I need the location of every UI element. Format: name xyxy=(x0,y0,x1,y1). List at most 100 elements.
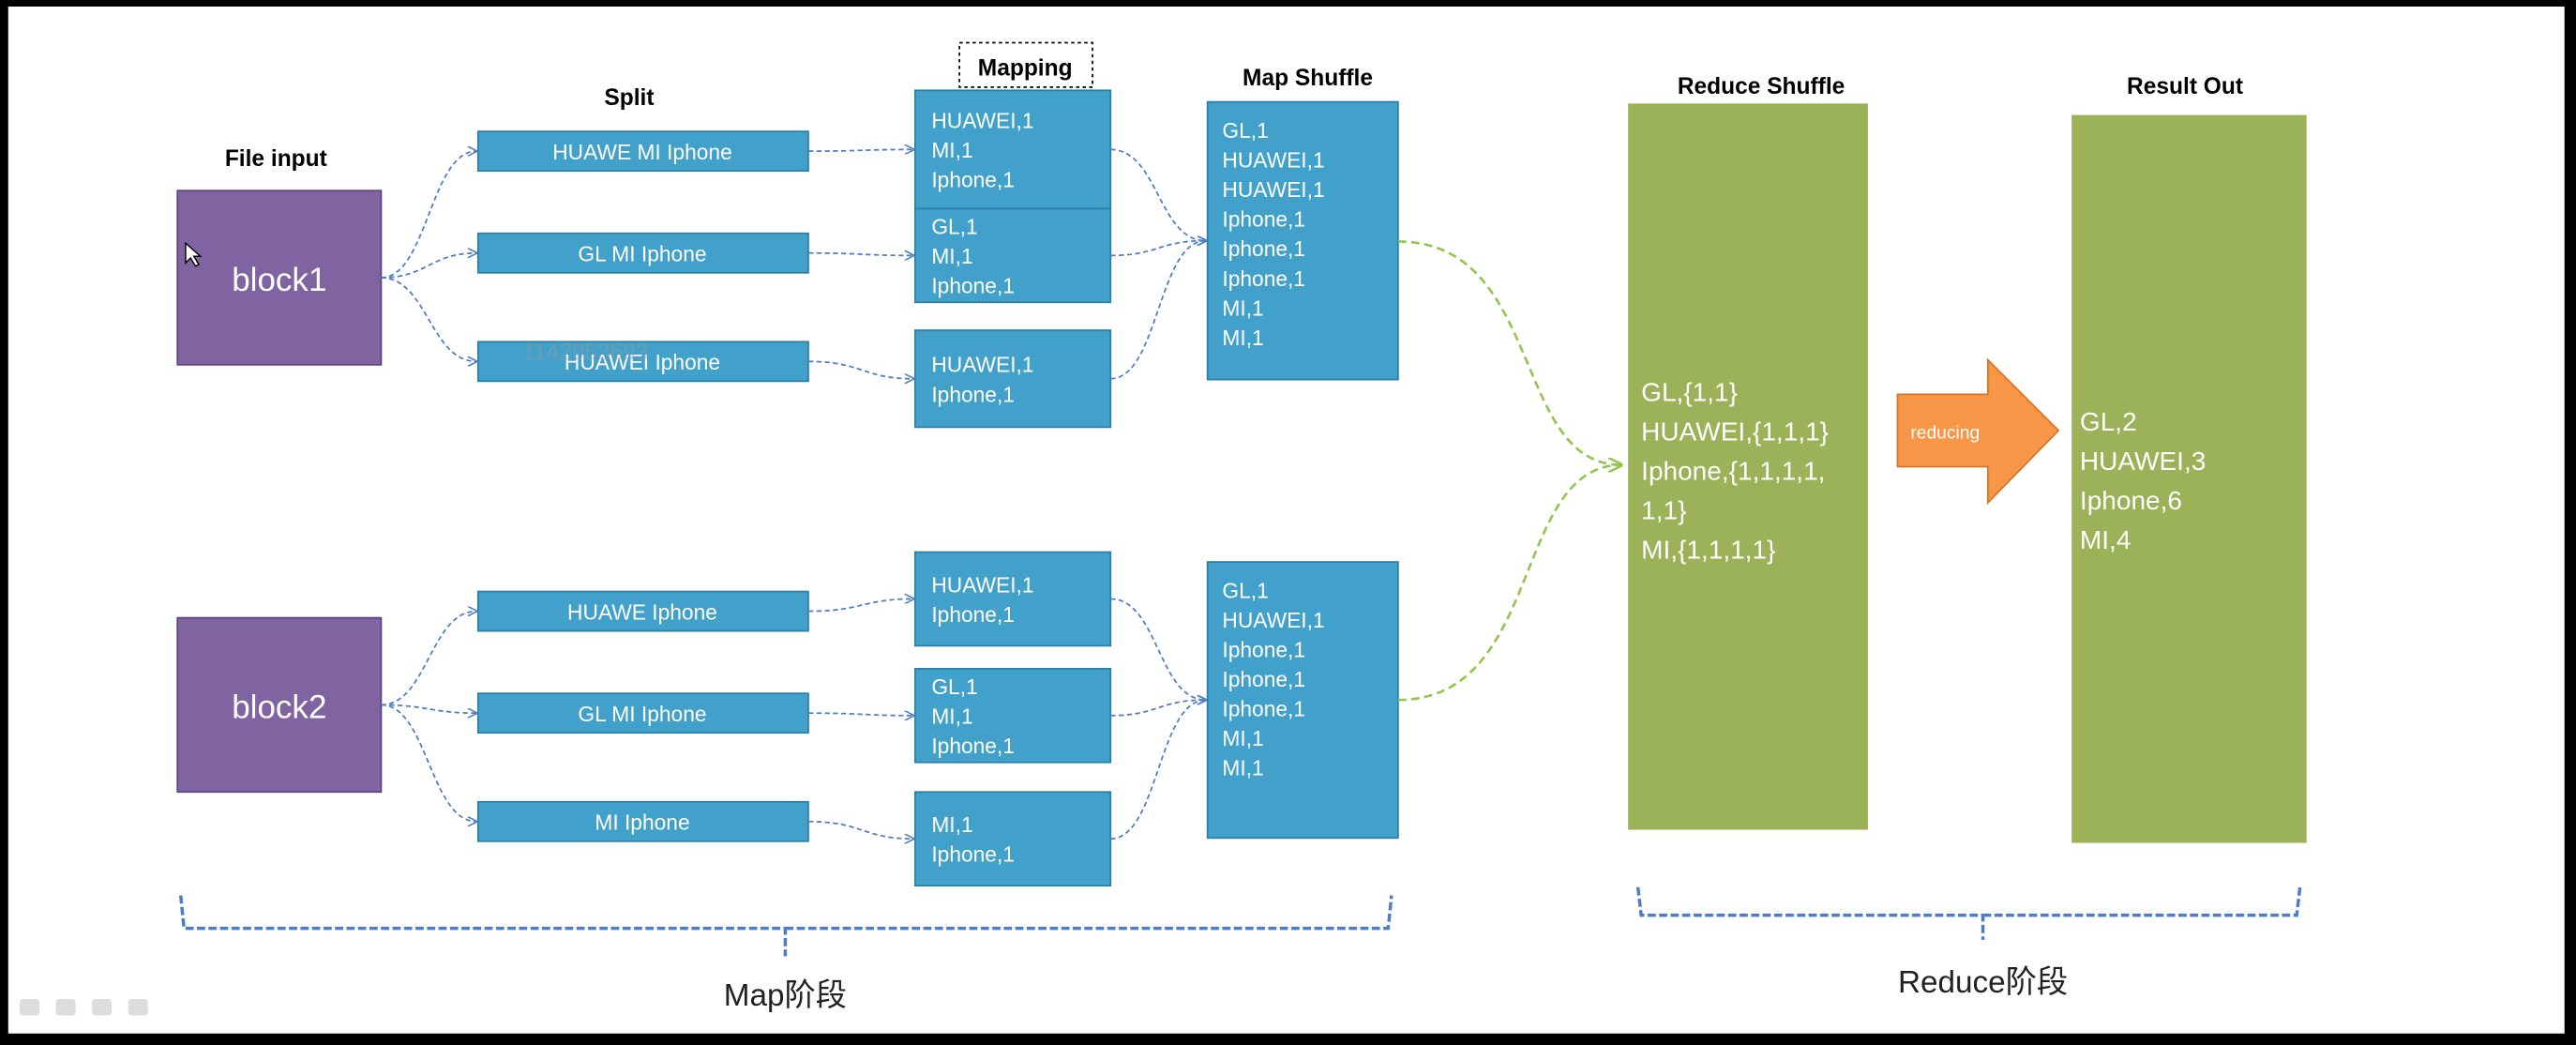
map-phase-brace xyxy=(178,895,1393,957)
mapping-connector xyxy=(807,820,913,839)
shuffle-connector xyxy=(1110,241,1206,257)
map-shuffle-line: Iphone,1 xyxy=(1222,667,1305,691)
split-connector xyxy=(381,277,476,361)
mapping-line: GL,1 xyxy=(931,215,977,239)
reduce-shuffle-box xyxy=(1624,99,1872,834)
header-mapping: Mapping xyxy=(978,56,1073,82)
reduce-shuffle-line: Iphone,{1,1,1,1, xyxy=(1641,456,1825,485)
header-result-out: Result Out xyxy=(2127,74,2243,99)
mapping-connector xyxy=(807,149,913,151)
menu-icon[interactable] xyxy=(92,998,113,1016)
reducing-arrow xyxy=(1896,357,2060,506)
result-line: MI,4 xyxy=(2080,525,2132,554)
mapping-box xyxy=(913,668,1112,764)
block-box xyxy=(176,616,383,794)
split-text: HUAWEI Iphone xyxy=(565,350,720,374)
split-connector xyxy=(381,253,476,279)
mapping-line: Iphone,1 xyxy=(931,842,1015,867)
mapping-line: GL,1 xyxy=(931,674,977,699)
split-box xyxy=(476,590,809,632)
block-label: block2 xyxy=(232,689,326,725)
split-box xyxy=(476,692,809,735)
map-shuffle-line: Iphone,1 xyxy=(1222,266,1305,291)
result-out-box xyxy=(2068,112,2311,847)
header-map-shuffle: Map Shuffle xyxy=(1243,66,1373,91)
header-file-input: File input xyxy=(225,146,327,172)
map-shuffle-box xyxy=(1206,100,1399,381)
mapping-line: Iphone,1 xyxy=(931,168,1015,192)
mapping-line: Iphone,1 xyxy=(931,734,1015,758)
map-shuffle-line: Iphone,1 xyxy=(1222,697,1305,721)
mapping-line: MI,1 xyxy=(931,812,972,837)
mapping-line: MI,1 xyxy=(931,704,972,729)
map-phase-label: Map阶段 xyxy=(724,978,847,1013)
map-shuffle-line: MI,1 xyxy=(1222,756,1263,780)
mapping-line: MI,1 xyxy=(931,244,972,268)
mapping-line: MI,1 xyxy=(931,138,972,162)
mapping-box xyxy=(913,207,1112,304)
block-box xyxy=(176,189,383,366)
result-line: HUAWEI,3 xyxy=(2080,447,2206,476)
mapping-connector xyxy=(807,360,913,378)
reduce-connector xyxy=(1397,465,1621,702)
mapping-connector xyxy=(807,598,913,613)
reducing-label: reducing xyxy=(1910,424,1980,444)
mapping-line: Iphone,1 xyxy=(931,602,1015,627)
mapping-connector xyxy=(807,713,913,716)
mapping-line: Iphone,1 xyxy=(931,382,1015,406)
mapping-header-box xyxy=(958,41,1093,88)
result-line: Iphone,6 xyxy=(2080,486,2182,515)
reduce-phase-brace xyxy=(1635,886,2302,940)
shuffle-connector xyxy=(1110,241,1206,380)
mapping-line: HUAWEI,1 xyxy=(931,109,1033,133)
pen-icon[interactable] xyxy=(55,998,76,1016)
block-label: block1 xyxy=(232,262,326,298)
map-shuffle-line: MI,1 xyxy=(1222,326,1263,350)
map-shuffle-line: HUAWEI,1 xyxy=(1222,177,1324,202)
mapping-box xyxy=(913,551,1112,647)
watermark: 1142953693 xyxy=(522,341,649,366)
map-shuffle-line: HUAWEI,1 xyxy=(1222,608,1324,632)
reduce-shuffle-line: HUAWEI,{1,1,1} xyxy=(1641,416,1829,446)
mapping-box xyxy=(913,791,1112,886)
split-text: GL MI Iphone xyxy=(578,242,706,266)
map-shuffle-line: HUAWEI,1 xyxy=(1222,148,1324,173)
reduce-shuffle-line: GL,{1,1} xyxy=(1641,377,1738,406)
reduce-shuffle-line: 1,1} xyxy=(1641,495,1686,524)
reduce-phase-label: Reduce阶段 xyxy=(1898,965,2068,1000)
map-shuffle-line: GL,1 xyxy=(1222,579,1268,603)
map-shuffle-box xyxy=(1206,561,1399,840)
shuffle-connector xyxy=(1110,148,1206,240)
shuffle-connector xyxy=(1110,700,1206,841)
reduce-connector xyxy=(1397,240,1621,464)
map-shuffle-line: MI,1 xyxy=(1222,295,1263,320)
prev-slide-icon[interactable] xyxy=(20,998,40,1016)
mouse-cursor-icon xyxy=(185,241,203,267)
mapping-connector xyxy=(807,253,913,256)
map-shuffle-line: Iphone,1 xyxy=(1222,638,1305,662)
split-text: HUAWE Iphone xyxy=(567,599,717,624)
reduce-shuffle-line: MI,{1,1,1,1} xyxy=(1641,536,1775,565)
split-text: HUAWE MI Iphone xyxy=(552,140,731,164)
mapping-line: HUAWEI,1 xyxy=(931,353,1033,377)
header-split: Split xyxy=(604,85,654,111)
split-box xyxy=(476,800,809,842)
split-connector xyxy=(381,612,476,706)
split-text: GL MI Iphone xyxy=(578,702,706,726)
next-slide-icon[interactable] xyxy=(128,998,148,1016)
split-connector xyxy=(381,704,476,713)
mapping-line: Iphone,1 xyxy=(931,274,1015,298)
map-shuffle-line: Iphone,1 xyxy=(1222,207,1305,232)
split-box xyxy=(476,341,809,383)
map-shuffle-line: MI,1 xyxy=(1222,726,1263,750)
result-line: GL,2 xyxy=(2080,407,2137,436)
header-reduce-shuffle: Reduce Shuffle xyxy=(1678,74,1845,99)
split-connector xyxy=(381,704,476,821)
map-shuffle-line: Iphone,1 xyxy=(1222,236,1305,261)
split-connector xyxy=(381,151,476,279)
shuffle-connector xyxy=(1110,700,1206,717)
mapping-line: HUAWEI,1 xyxy=(931,572,1033,597)
split-text: MI Iphone xyxy=(595,810,689,835)
mapping-box xyxy=(913,329,1112,429)
